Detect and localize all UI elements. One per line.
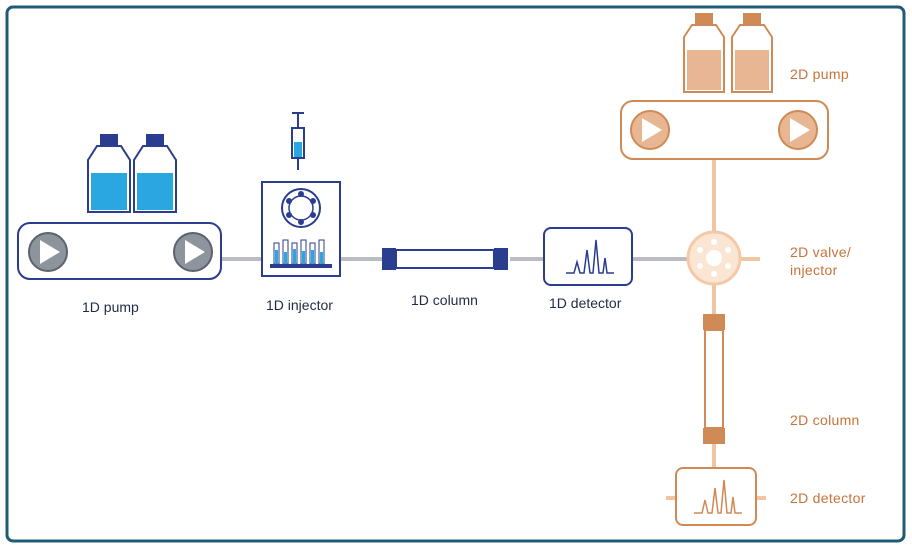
syringe-icon	[291, 112, 305, 170]
solvent-bottle-icon	[731, 13, 773, 93]
label-1d-injector: 1D injector	[266, 297, 333, 313]
play-icon	[778, 110, 818, 150]
solvent-bottle-icon	[87, 134, 131, 213]
pump-body	[17, 222, 222, 280]
label-2d-injector: injector	[790, 262, 838, 278]
label-2d-column: 2D column	[790, 412, 860, 428]
label-1d-pump: 1D pump	[82, 299, 139, 315]
solvent-bottle-icon	[683, 13, 725, 93]
column-1d	[382, 248, 508, 270]
detector-1d	[543, 227, 633, 286]
solvent-bottle-icon	[133, 134, 177, 213]
label-2d-detector: 2D detector	[790, 490, 866, 506]
chromatogram-icon	[566, 239, 614, 274]
vial-rack-icon	[270, 239, 332, 268]
label-1d-detector: 1D detector	[549, 295, 622, 311]
detector-2d	[675, 467, 757, 526]
pump-2d	[620, 13, 829, 160]
pump-1d	[17, 134, 222, 280]
valve-icon	[281, 188, 321, 228]
play-icon	[28, 232, 68, 272]
chromatogram-icon	[694, 479, 742, 514]
label-2d-pump: 2D pump	[790, 66, 849, 82]
valve-2d	[686, 230, 742, 286]
label-1d-column: 1D column	[411, 292, 478, 308]
label-2d-valve: 2D valve/	[790, 244, 852, 260]
pump-body	[620, 100, 829, 160]
column-2d	[703, 314, 725, 444]
tubing-2d	[666, 160, 766, 500]
play-icon	[630, 110, 670, 150]
play-icon	[173, 232, 213, 272]
injector-1d	[261, 112, 341, 277]
